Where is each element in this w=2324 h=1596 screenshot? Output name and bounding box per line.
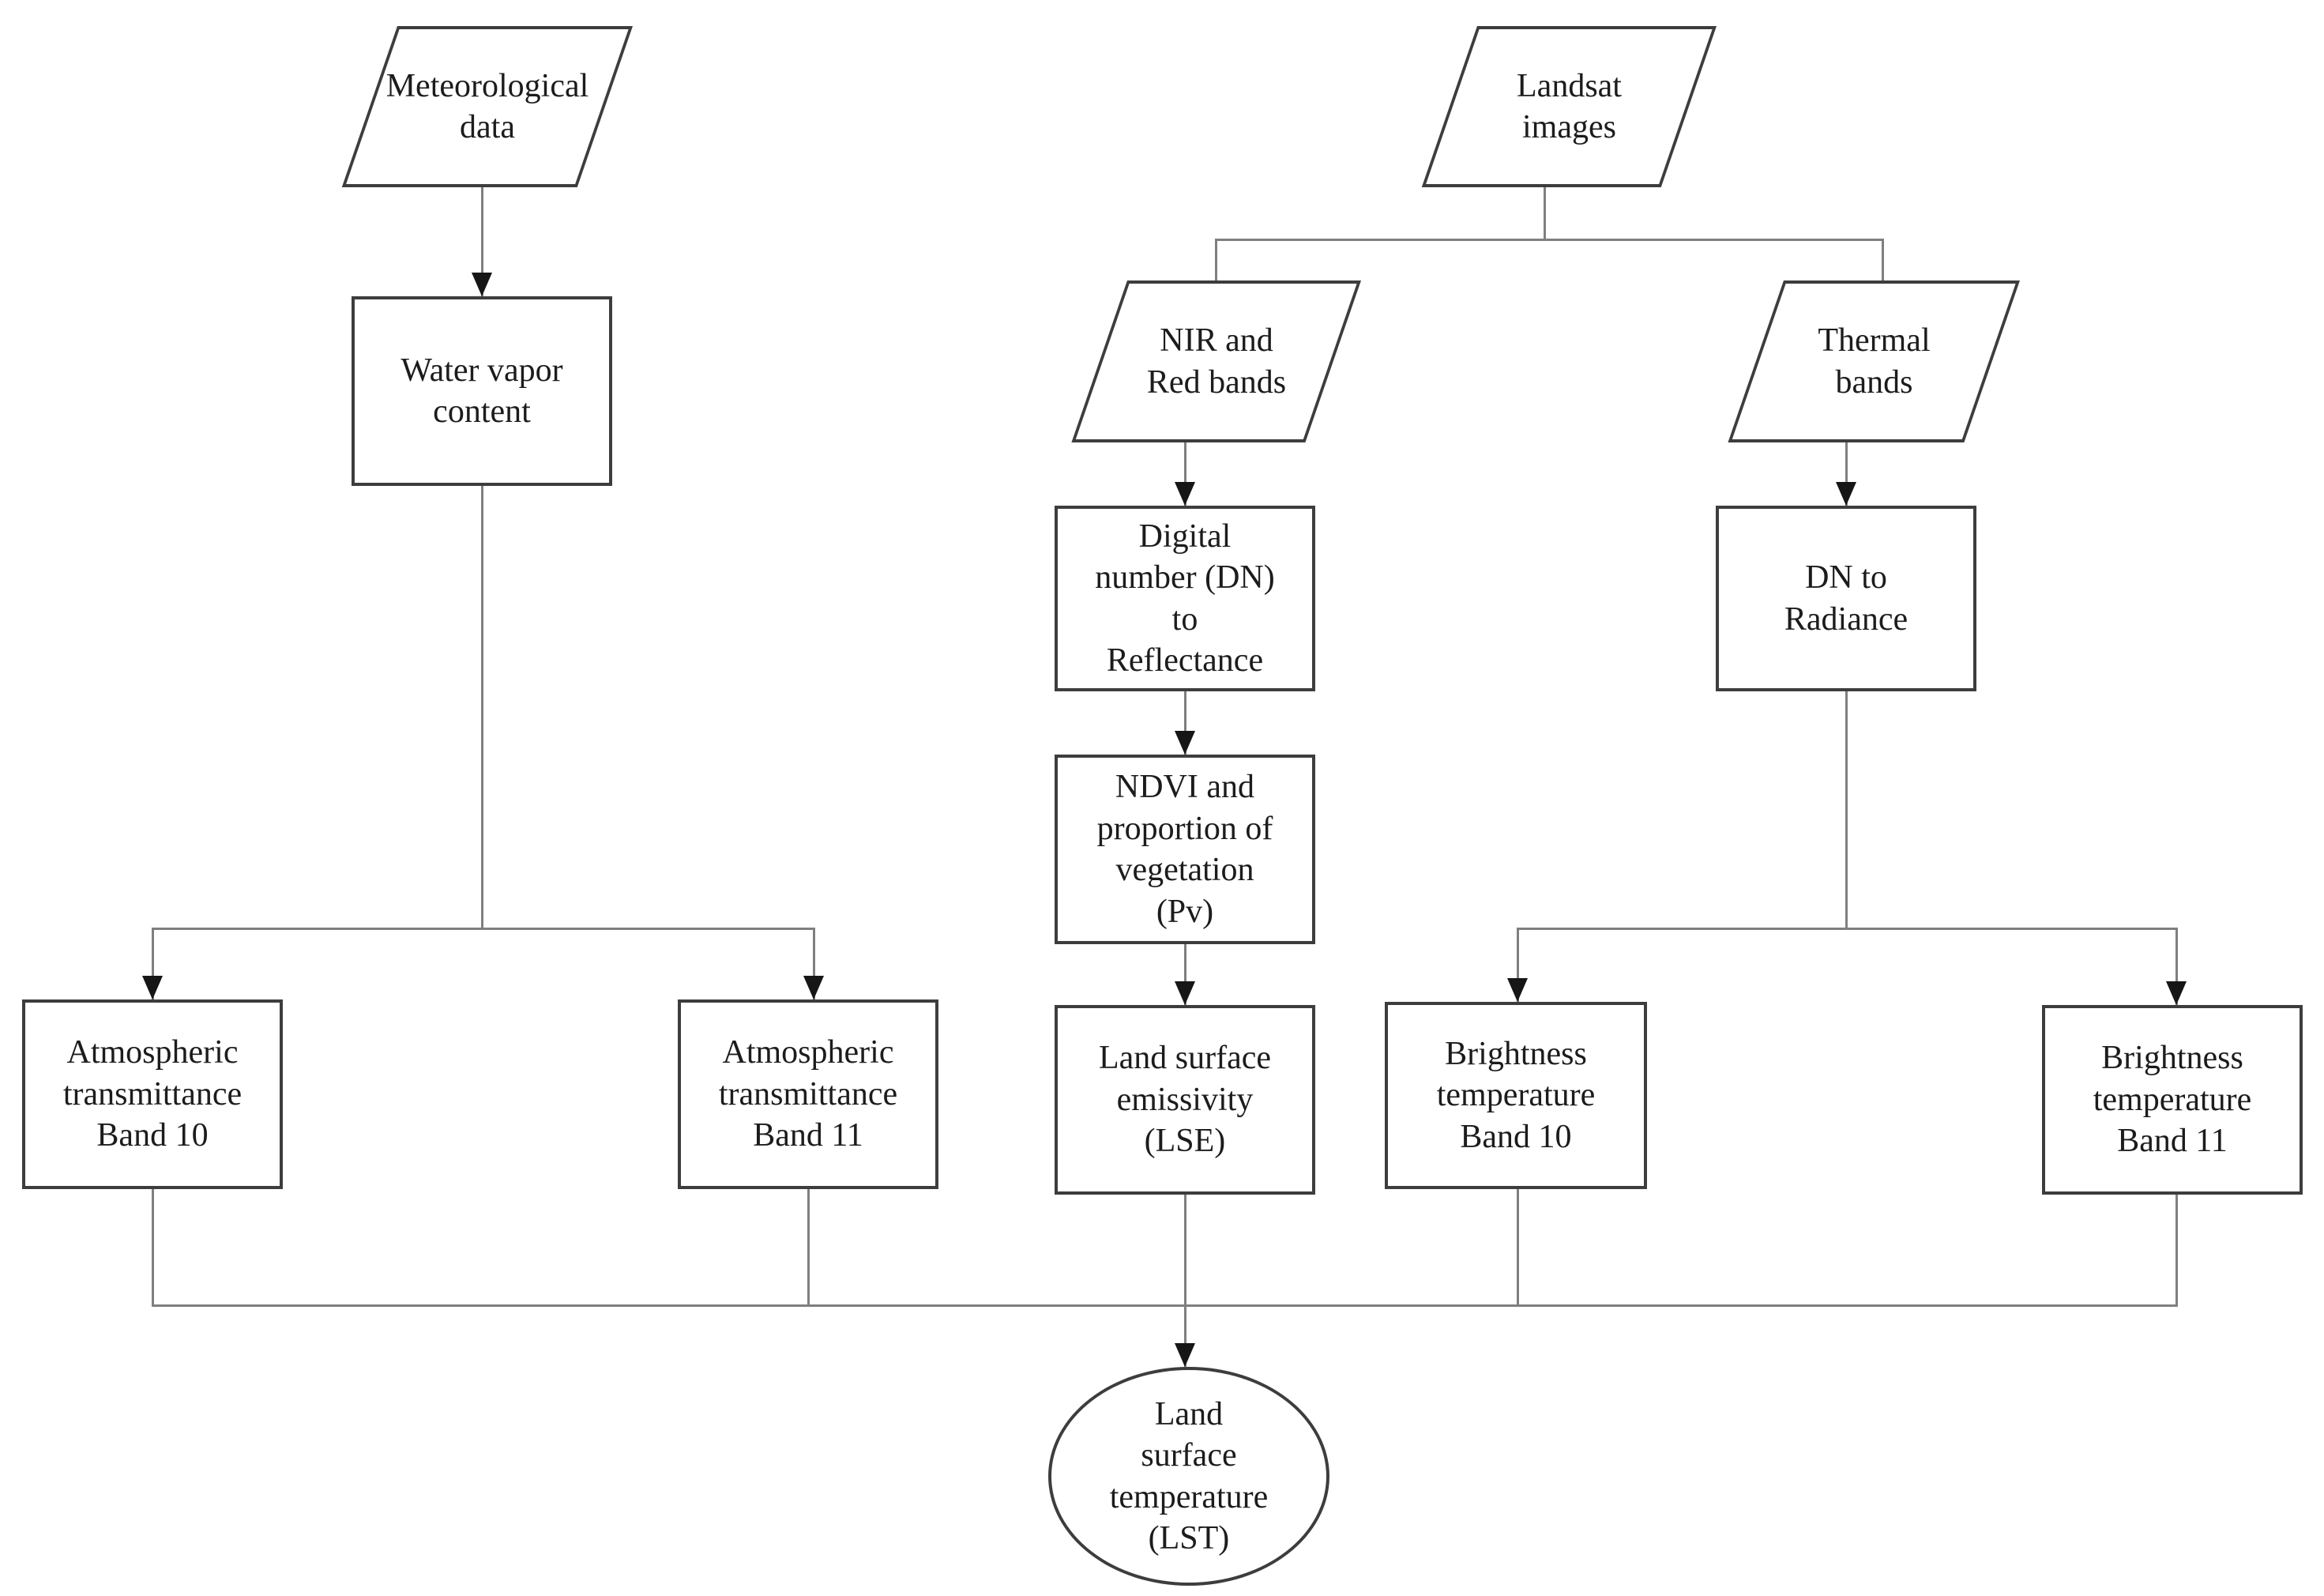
connector-watervapor-stem — [481, 486, 483, 930]
connector-bt11-to-bus — [2175, 1195, 2178, 1305]
node-atm-transmittance-band10: Atmospheric transmittance Band 10 — [22, 999, 283, 1189]
node-dn-to-radiance: DN to Radiance — [1716, 506, 1976, 691]
node-label: Digital number (DN) to Reflectance — [1095, 518, 1275, 679]
connector-watervapor-branch — [152, 928, 815, 930]
arrowhead-into-lse — [1175, 981, 1195, 1005]
connector-nir-to-dnreflectance — [1184, 442, 1186, 506]
node-lst: Land surface temperature (LST) — [1048, 1367, 1329, 1586]
node-label: Land surface emissivity (LSE) — [1098, 1040, 1272, 1160]
connector-branch-to-bt11 — [2175, 928, 2178, 1005]
arrowhead-into-dnradiance — [1836, 482, 1856, 506]
node-label: Atmospheric transmittance Band 10 — [62, 1034, 243, 1154]
node-meteorological-data: Meteorological data — [341, 26, 633, 187]
arrowhead-into-lst — [1175, 1343, 1195, 1367]
node-water-vapor-content: Water vapor content — [352, 296, 612, 486]
arrowhead-into-ndvi — [1175, 731, 1195, 755]
node-label: Thermal bands — [1818, 322, 1931, 401]
node-atm-transmittance-band11: Atmospheric transmittance Band 11 — [678, 999, 938, 1189]
connector-branch-to-atm10 — [152, 928, 154, 999]
node-lse: Land surface emissivity (LSE) — [1055, 1005, 1315, 1195]
node-label: Brightness temperature Band 10 — [1436, 1035, 1596, 1155]
connector-bottom-bus — [152, 1304, 2178, 1307]
connector-met-to-watervapor — [481, 187, 483, 296]
node-ndvi-pv: NDVI and proportion of vegetation (Pv) — [1055, 755, 1315, 944]
connector-dnradiance-stem — [1845, 691, 1848, 930]
connector-branch-to-nir — [1215, 239, 1217, 283]
arrowhead-into-atm11 — [803, 976, 824, 999]
connector-bt10-to-bus — [1517, 1189, 1519, 1305]
node-label: Landsat images — [1517, 67, 1622, 146]
connector-dnreflectance-to-ndvi — [1184, 691, 1186, 755]
node-brightness-temp-band11: Brightness temperature Band 11 — [2042, 1005, 2303, 1195]
arrowhead-into-dnreflectance — [1175, 482, 1195, 506]
connector-landsat-branch — [1216, 239, 1884, 241]
connector-ndvi-to-lse — [1184, 944, 1186, 1005]
connector-atm10-to-bus — [152, 1189, 154, 1307]
connector-lse-to-lst — [1184, 1195, 1186, 1367]
connector-dnradiance-branch — [1517, 928, 2178, 930]
connector-branch-to-thermal — [1882, 239, 1884, 283]
node-label: Water vapor content — [400, 352, 563, 431]
node-label: Meteorological data — [385, 67, 589, 146]
node-label: Land surface temperature (LST) — [1109, 1395, 1269, 1557]
node-nir-red-bands: NIR and Red bands — [1071, 280, 1361, 442]
connector-branch-to-bt10 — [1517, 928, 1519, 1002]
node-landsat-images: Landsat images — [1421, 26, 1717, 187]
node-label: Atmospheric transmittance Band 11 — [718, 1034, 898, 1154]
node-thermal-bands: Thermal bands — [1728, 280, 2020, 442]
arrowhead-into-bt10 — [1507, 978, 1528, 1002]
connector-thermal-to-dnradiance — [1845, 442, 1848, 506]
connector-branch-to-atm11 — [813, 928, 815, 999]
arrowhead-into-bt11 — [2166, 981, 2187, 1005]
connector-landsat-stem — [1544, 187, 1546, 239]
node-label: NIR and Red bands — [1146, 322, 1287, 401]
node-label: DN to Radiance — [1784, 559, 1908, 638]
arrowhead-into-watervapor — [472, 273, 492, 296]
node-brightness-temp-band10: Brightness temperature Band 10 — [1385, 1002, 1647, 1189]
node-label: NDVI and proportion of vegetation (Pv) — [1096, 769, 1273, 930]
node-dn-to-reflectance: Digital number (DN) to Reflectance — [1055, 506, 1315, 691]
node-label: Brightness temperature Band 11 — [2093, 1040, 2252, 1160]
connector-atm11-to-bus — [807, 1189, 810, 1305]
arrowhead-into-atm10 — [142, 976, 163, 999]
